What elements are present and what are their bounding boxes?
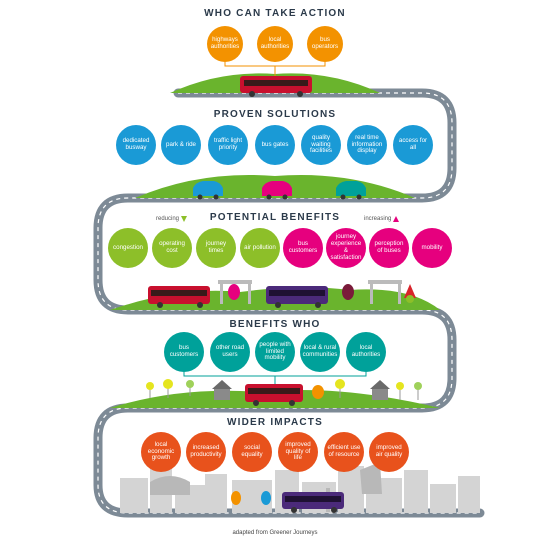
beneficiary-bus-customers: bus customers [164, 332, 204, 372]
beneficiary-other-road-users: other road users [210, 332, 250, 372]
solution-park-and-ride: park & ride [161, 125, 201, 165]
red-bus-who [245, 384, 303, 406]
benefit-operating-cost: operating cost [152, 228, 192, 268]
houses [212, 380, 390, 400]
impact-efficient-use-of-resource: efficient use of resource [324, 432, 364, 472]
bus-shelters [218, 280, 402, 304]
solution-bus-gates: bus gates [255, 125, 295, 165]
benefit-journey-times: journey times [196, 228, 236, 268]
actor-highways-authorities: highways authorities [207, 26, 243, 62]
beneficiary-local-authorities: local authorities [346, 332, 386, 372]
solution-real-time-information-display: real time information display [347, 125, 387, 165]
actor-bus-operators: bus operators [307, 26, 343, 62]
benefit-journey-experience: journey experience & satisfaction [326, 228, 366, 268]
actor-local-authorities: local authorities [257, 26, 293, 62]
up-arrow-icon [393, 216, 400, 222]
section-title-benefits-who: BENEFITS WHO [229, 319, 321, 330]
increasing-label: increasing [364, 216, 392, 222]
section-title-who-can-take-action: WHO CAN TAKE ACTION [204, 8, 346, 19]
connectors [224, 62, 326, 76]
benefit-congestion: congestion [108, 228, 148, 268]
benefit-air-pollution: air pollution [240, 228, 280, 268]
benefit-perception-of-buses: perception of buses [369, 228, 409, 268]
section-title-proven-solutions: PROVEN SOLUTIONS [213, 109, 337, 120]
solution-traffic-light-priority: traffic light priority [208, 125, 248, 165]
impact-social-equality: social equality [232, 432, 272, 472]
connectors-who [183, 372, 367, 384]
solution-access-for-all: access for all [393, 125, 433, 165]
characters [228, 284, 416, 505]
solution-quality-waiting-facilities: quality waiting facilities [301, 125, 341, 165]
beneficiary-local-and-rural-communities: local & rural communities [300, 332, 340, 372]
solution-dedicated-busway: dedicated busway [116, 125, 156, 165]
impact-local-economic-growth: local economic growth [141, 432, 181, 472]
impact-improved-air-quality: improved air quality [369, 432, 409, 472]
reducing-label: reducing [156, 216, 180, 222]
source-credit: adapted from Greener Journeys [232, 530, 318, 536]
down-arrow-icon [181, 216, 188, 222]
impact-improved-quality-of-life: improved quality of life [278, 432, 318, 472]
red-bus-benefits [148, 286, 210, 308]
benefit-bus-customers: bus customers [283, 228, 323, 268]
impact-increased-productivity: increased productivity [186, 432, 226, 472]
car-blue [193, 181, 223, 200]
benefit-mobility: mobility [412, 228, 452, 268]
trees [146, 379, 422, 400]
car-pink [262, 181, 292, 200]
beneficiary-people-with-limited-mobility: people with limited mobility [255, 332, 295, 372]
purple-bus-wider [282, 492, 344, 513]
city-skyline [120, 462, 480, 513]
purple-bus-benefits [266, 286, 328, 308]
car-teal [336, 181, 366, 200]
increasing-note: increasing [364, 216, 400, 222]
section-title-potential-benefits: POTENTIAL BENEFITS [209, 212, 341, 223]
section-title-wider-impacts: WIDER IMPACTS [227, 417, 323, 428]
top-bus [240, 76, 312, 97]
reducing-note: reducing [156, 216, 188, 222]
